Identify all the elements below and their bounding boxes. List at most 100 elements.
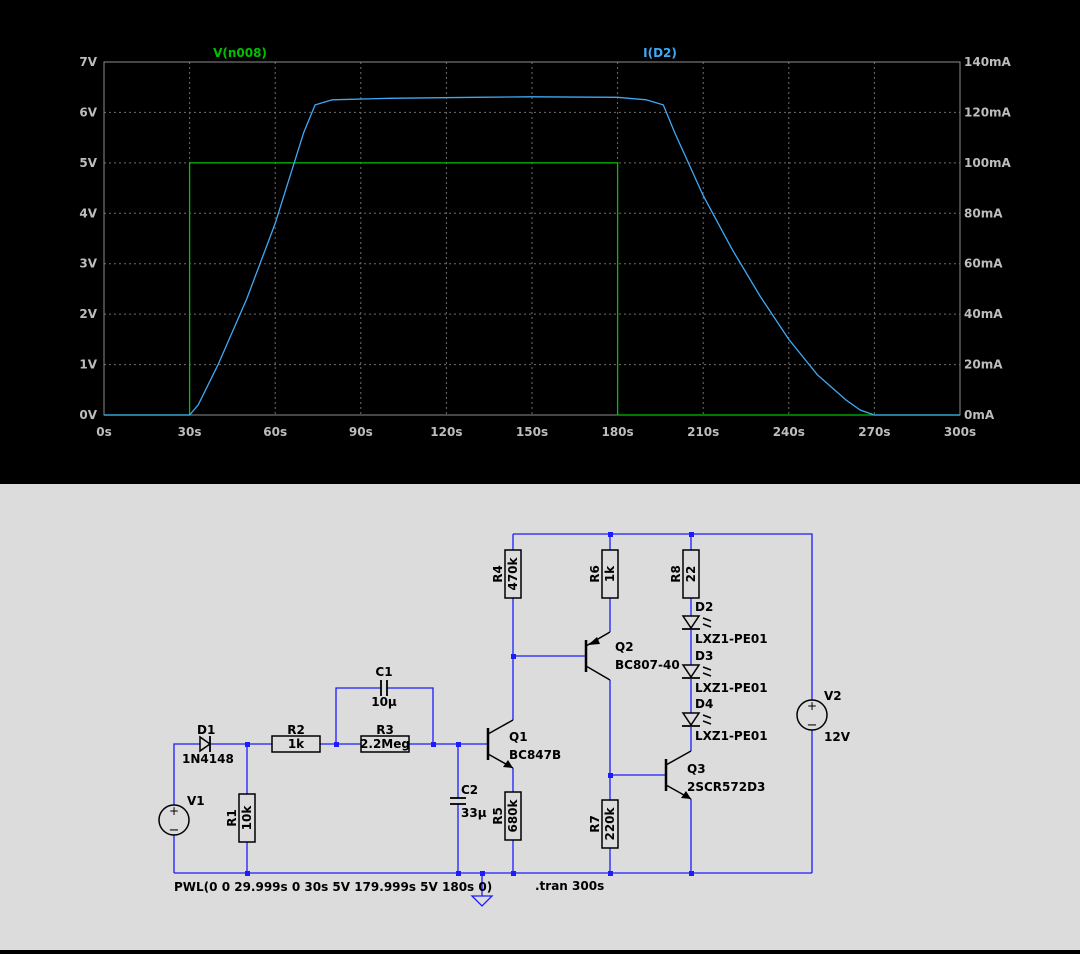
c2-name: C2	[461, 783, 478, 797]
c2-value: 33µ	[461, 806, 487, 820]
minus-icon: −	[807, 718, 818, 733]
q3-value: 2SCR572D3	[687, 780, 765, 794]
d3-value: LXZ1-PE01	[695, 681, 768, 695]
light-ray-icon	[702, 714, 712, 719]
resistor-r3[interactable]	[360, 735, 410, 753]
y-right-tick-label: 60mA	[964, 257, 1003, 271]
capacitor-c1[interactable]	[380, 680, 388, 696]
y-left-tick-label: 0V	[79, 408, 97, 422]
y-right-tick-label: 40mA	[964, 307, 1003, 321]
x-tick-label: 150s	[516, 425, 548, 439]
junction	[689, 532, 694, 537]
y-left-tick-label: 4V	[79, 206, 97, 220]
v2-value: 12V	[824, 730, 851, 744]
x-tick-label: 300s	[944, 425, 976, 439]
transistor-collector-icon	[487, 719, 514, 735]
source-v1[interactable]: + −	[158, 804, 190, 838]
d2-value: LXZ1-PE01	[695, 632, 768, 646]
q1-name: Q1	[509, 730, 528, 744]
arrow-icon	[681, 791, 691, 799]
legend-v-n008[interactable]: V(n008)	[213, 46, 267, 60]
y-right-tick-label: 140mA	[964, 55, 1012, 69]
q2-name: Q2	[615, 640, 634, 654]
transistor-q3[interactable]	[664, 750, 692, 800]
resistor-r1[interactable]	[238, 793, 256, 843]
y-right-tick-label: 20mA	[964, 358, 1003, 372]
tran-directive[interactable]: .tran 300s	[535, 879, 604, 893]
ground-icon[interactable]	[470, 895, 494, 907]
x-tick-label: 210s	[687, 425, 719, 439]
d1-name: D1	[197, 723, 215, 737]
q2-value: BC807-40	[615, 658, 680, 672]
resistor-r8[interactable]	[682, 549, 700, 599]
resistor-icon	[238, 793, 256, 843]
led-icon	[681, 615, 701, 630]
junction	[431, 742, 436, 747]
junctions	[245, 532, 694, 876]
light-ray-icon	[702, 617, 712, 622]
resistor-icon	[271, 735, 321, 753]
series-line-i-d2[interactable]	[104, 96, 960, 416]
plot-frame	[103, 61, 961, 416]
junction	[608, 773, 613, 778]
junction	[689, 871, 694, 876]
wire	[335, 687, 381, 744]
r3-value: 2.2Meg	[360, 737, 410, 751]
transistor-q2[interactable]	[584, 631, 611, 681]
c1-value: 10µ	[371, 695, 397, 709]
led-d2[interactable]	[681, 615, 712, 630]
r4-name: R4	[491, 565, 505, 583]
diode-icon	[199, 735, 212, 753]
r6-value: 1k	[603, 565, 617, 582]
light-ray-icon	[702, 672, 712, 677]
capacitor-c2[interactable]	[450, 797, 466, 805]
led-d4[interactable]	[681, 712, 712, 727]
junction	[480, 871, 485, 876]
x-tick-label: 120s	[430, 425, 462, 439]
y-right-tick-label: 120mA	[964, 105, 1012, 119]
source-v2[interactable]: + −	[796, 699, 828, 733]
minus-icon: −	[169, 823, 180, 838]
q3-name: Q3	[687, 762, 706, 776]
led-icon	[681, 664, 701, 679]
y-left-tick-label: 2V	[79, 307, 97, 321]
d2-name: D2	[695, 600, 713, 614]
resistor-r5[interactable]	[504, 791, 522, 841]
light-ray-icon	[702, 666, 712, 671]
junction	[608, 532, 613, 537]
v1-name: V1	[187, 794, 205, 808]
resistor-icon	[601, 549, 619, 599]
pwl-source-spec[interactable]: PWL(0 0 29.999s 0 30s 5V 179.999s 5V 180…	[174, 880, 492, 894]
r5-value: 680k	[506, 798, 520, 832]
y-left-tick-label: 6V	[79, 105, 97, 119]
led-icon	[681, 712, 701, 727]
junction	[511, 871, 516, 876]
resistor-r4[interactable]	[504, 549, 522, 599]
light-ray-icon	[702, 720, 712, 725]
junction	[608, 871, 613, 876]
y-left-tick-label: 7V	[79, 55, 97, 69]
transistor-q1[interactable]	[486, 719, 514, 769]
r5-name: R5	[491, 807, 505, 825]
legend-i-d2[interactable]: I(D2)	[643, 46, 677, 60]
resistor-r7[interactable]	[601, 799, 619, 849]
resistor-icon	[360, 735, 410, 753]
resistor-r6[interactable]	[601, 549, 619, 599]
wire	[387, 687, 434, 744]
led-d3[interactable]	[681, 664, 712, 679]
v2-name: V2	[824, 689, 842, 703]
schematic-editor[interactable]: + − V1 D1 1N4148 R2 1k R3 2.2Meg C1 10µ	[0, 484, 1080, 950]
plus-icon: +	[169, 804, 179, 818]
y-left-tick-label: 5V	[79, 156, 97, 170]
r6-name: R6	[588, 565, 602, 583]
d4-value: LXZ1-PE01	[695, 729, 768, 743]
diode-d1[interactable]	[199, 735, 212, 753]
r8-value: 22	[684, 566, 698, 583]
resistor-icon	[504, 549, 522, 599]
junction	[245, 742, 250, 747]
resistor-r2[interactable]	[271, 735, 321, 753]
r2-value: 1k	[288, 737, 305, 751]
arrow-icon	[588, 637, 600, 645]
junction	[334, 742, 339, 747]
